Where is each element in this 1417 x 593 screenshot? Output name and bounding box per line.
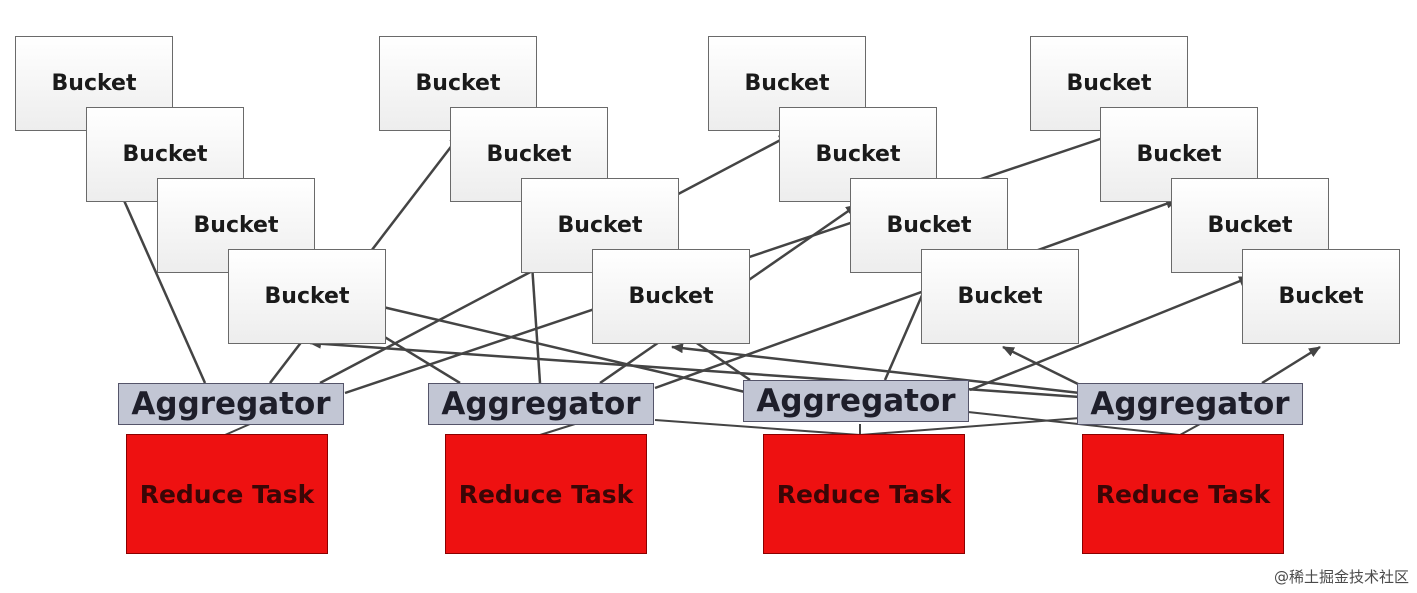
arrow-agg4-g4: [1261, 345, 1321, 385]
bucket-g1-4: Bucket: [228, 249, 386, 344]
bucket-g2-4: Bucket: [592, 249, 750, 344]
watermark: @稀土掘金技术社区: [1273, 568, 1409, 586]
reduce-task-3: Reduce Task: [763, 434, 965, 554]
bucket-g3-4: Bucket: [921, 249, 1079, 344]
aggregator-2: Aggregator: [428, 383, 654, 425]
aggregator-4: Aggregator: [1077, 383, 1303, 425]
aggregator-3: Aggregator: [743, 380, 969, 422]
reduce-task-1: Reduce Task: [126, 434, 328, 554]
arrow-agg4-g3: [1002, 345, 1081, 387]
reduce-task-4: Reduce Task: [1082, 434, 1284, 554]
fetch-r3-a2: [654, 419, 861, 436]
aggregator-1: Aggregator: [118, 383, 344, 425]
reduce-task-2: Reduce Task: [445, 434, 647, 554]
bucket-g4-4: Bucket: [1242, 249, 1400, 344]
